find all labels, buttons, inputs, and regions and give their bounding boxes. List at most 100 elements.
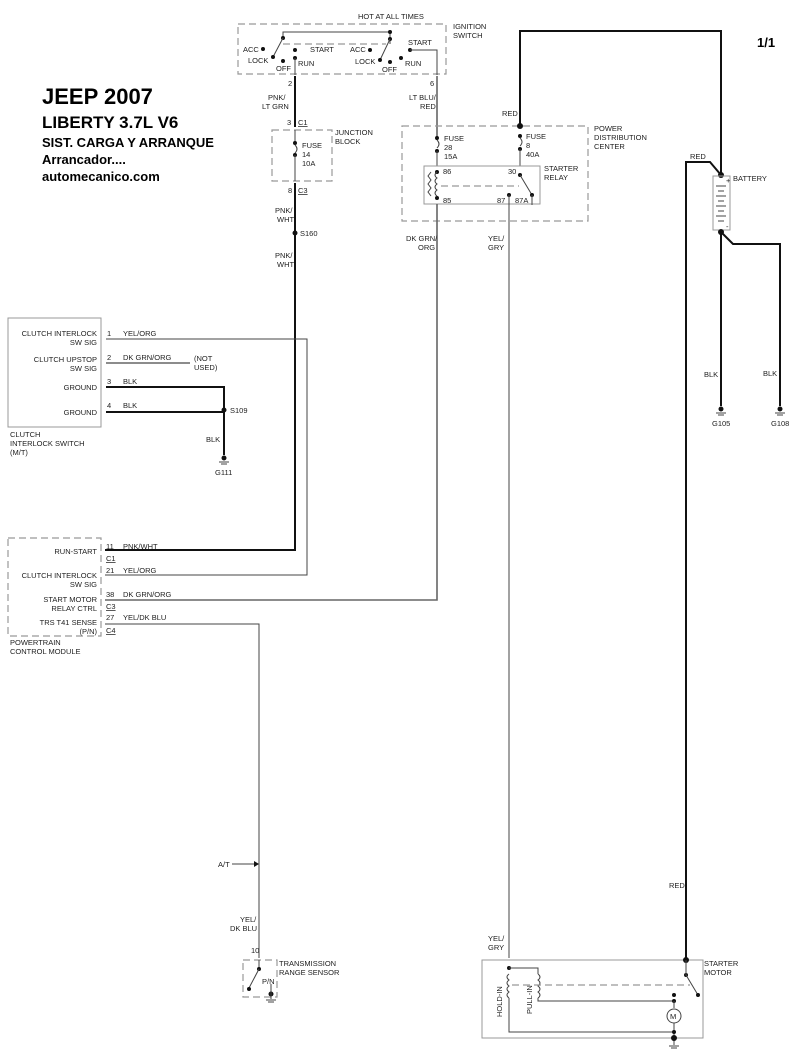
wire-label-yel-dk-blu-1: YEL/ — [240, 915, 257, 924]
pcm-pin-11: 11 — [106, 542, 114, 551]
splice-s109-label: S109 — [230, 406, 248, 415]
hot-at-all-times-label: HOT AT ALL TIMES — [358, 12, 424, 21]
jb-fuse-number: 14 — [302, 150, 310, 159]
clutch-pin3-label: GROUND — [64, 383, 98, 392]
pcm-name-2: CONTROL MODULE — [10, 647, 81, 656]
title-make-year: JEEP 2007 — [42, 84, 153, 109]
clutch-pin2-label-2: SW SIG — [70, 364, 97, 373]
ign-left-lock: LOCK — [248, 56, 268, 65]
ign-pin-6: 6 — [430, 79, 434, 88]
trs-pin-10: 10 — [251, 946, 259, 955]
pcm-conn-c3: C3 — [106, 602, 116, 611]
clutch-switch-name-1: CLUTCH — [10, 430, 40, 439]
wire-label-pnk-wht-1: PNK/ — [275, 206, 293, 215]
pcm-pin-38: 38 — [106, 590, 114, 599]
wire-label-blk-g111: BLK — [206, 435, 220, 444]
ign-right-start: START — [408, 38, 432, 47]
clutch-switch-name-3: (M/T) — [10, 448, 28, 457]
pdc-label-2: DISTRIBUTION — [594, 133, 647, 142]
pcm-pin38-label-1: START MOTOR — [43, 595, 97, 604]
ground-g111: G111 — [215, 468, 232, 477]
trs-label-2: RANGE SENSOR — [279, 968, 340, 977]
relay-term-30: 30 — [508, 167, 516, 176]
wire-label-blk-g108: BLK — [763, 369, 777, 378]
relay-term-87a: 87A — [515, 196, 528, 205]
pcm-conn-c1: C1 — [106, 554, 116, 563]
wire-yel-org — [105, 338, 308, 576]
clutch-pin2-label-1: CLUTCH UPSTOP — [34, 355, 97, 364]
at-arrow-head — [254, 861, 259, 867]
wire-dk-grn-org-relay — [105, 204, 438, 601]
clutch-pin1-label-2: SW SIG — [70, 338, 97, 347]
wire-label-dk-grn-org-1: DK GRN/ — [406, 234, 438, 243]
title-subsystem: Arrancador.... — [42, 152, 126, 167]
clutch-pin-3: 3 — [107, 377, 111, 386]
ign-right-run: RUN — [405, 59, 421, 68]
clutch-pin1-label-1: CLUTCH INTERLOCK — [22, 329, 97, 338]
title-website: automecanico.com — [42, 169, 160, 184]
clutch-switch-box — [7, 317, 102, 428]
starter-relay-box — [423, 165, 541, 205]
clutch-wire-3: BLK — [123, 377, 137, 386]
jb-fuse-label: FUSE — [302, 141, 322, 150]
clutch-wire-2: DK GRN/ORG — [123, 353, 172, 362]
title-system: SIST. CARGA Y ARRANQUE — [42, 135, 214, 150]
wire-label-lt-blu-red-2: RED — [420, 102, 436, 111]
pcm-pin21-label-2: SW SIG — [70, 580, 97, 589]
transmission-range-sensor: 10 P/N TRANSMISSION RANGE SENSOR — [242, 946, 340, 1003]
page-number: 1/1 — [757, 35, 775, 50]
ign-left-run: RUN — [298, 59, 314, 68]
ground-g105: G105 — [712, 419, 730, 428]
wire-label-dk-grn-org-2: ORG — [418, 243, 435, 252]
clutch-switch-name-2: INTERLOCK SWITCH — [10, 439, 85, 448]
battery-minus: - — [726, 222, 729, 231]
starter-motor: RED STARTER MOTOR M HOLD-IN PULL-IN — [481, 881, 739, 1049]
pcm-pin11-label: RUN-START — [54, 547, 97, 556]
wire-label-red-pdc: RED — [502, 109, 518, 118]
starter-motor-label-1: STARTER — [704, 959, 739, 968]
relay-term-87: 87 — [497, 196, 505, 205]
wire-label-red-starter: RED — [669, 881, 685, 890]
relay-term-86: 86 — [443, 167, 451, 176]
pdc-label-3: CENTER — [594, 142, 625, 151]
trs-box — [242, 959, 278, 998]
pdc-fuse-28-amp: 15A — [444, 152, 457, 161]
ignition-switch-label-2: SWITCH — [453, 31, 483, 40]
wire-label-blk-g105: BLK — [704, 370, 718, 379]
starter-motor-label-2: MOTOR — [704, 968, 732, 977]
wire-label-lt-blu-red-1: LT BLU/ — [409, 93, 437, 102]
ignition-switch-label-1: IGNITION — [453, 22, 486, 31]
pcm-pin21-label-1: CLUTCH INTERLOCK — [22, 571, 97, 580]
pcm-pin-27: 27 — [106, 613, 114, 622]
battery-plus: + — [726, 176, 731, 185]
motor-label: M — [670, 1012, 676, 1021]
wire-red-battery-pdc — [519, 30, 722, 175]
wire-yel-dk-blu — [105, 623, 260, 958]
power-distribution-center: POWER DISTRIBUTION CENTER FUSE 28 15A FU… — [401, 123, 647, 222]
pcm-wire-21: YEL/ORG — [123, 566, 157, 575]
clutch-wire-1: YEL/ORG — [123, 329, 157, 338]
pcm-pin38-label-2: RELAY CTRL — [51, 604, 97, 613]
wire-pnk-wht — [105, 183, 296, 551]
clutch-pin-4: 4 — [107, 401, 111, 410]
pdc-fuse-28-label: FUSE — [444, 134, 464, 143]
pdc-fuse-28-number: 28 — [444, 143, 452, 152]
clutch-pin4-label: GROUND — [64, 408, 98, 417]
splice-s160-label: S160 — [300, 229, 318, 238]
pcm-wire-27: YEL/DK BLU — [123, 613, 166, 622]
pcm-wire-11: PNK/WHT — [123, 542, 158, 551]
pcm-pin-21: 21 — [106, 566, 114, 575]
pdc-fuse-8-number: 8 — [526, 141, 530, 150]
jb-pin-8: 8 — [288, 186, 292, 195]
pull-in-label: PULL-IN — [525, 985, 534, 1014]
trs-label-1: TRANSMISSION — [279, 959, 336, 968]
powertrain-control-module: RUN-START CLUTCH INTERLOCK SW SIG START … — [7, 537, 260, 958]
wire-blk-g108 — [720, 231, 781, 406]
wire-label-pnk-wht-2: WHT — [277, 215, 294, 224]
ignition-switch-box — [237, 23, 447, 75]
pdc-fuse-8-amp: 40A — [526, 150, 539, 159]
pcm-wire-38: DK GRN/ORG — [123, 590, 172, 599]
junction-block: 3 C1 JUNCTION BLOCK FUSE 14 10A 8 C3 — [271, 118, 373, 195]
jb-pin-3: 3 — [287, 118, 291, 127]
